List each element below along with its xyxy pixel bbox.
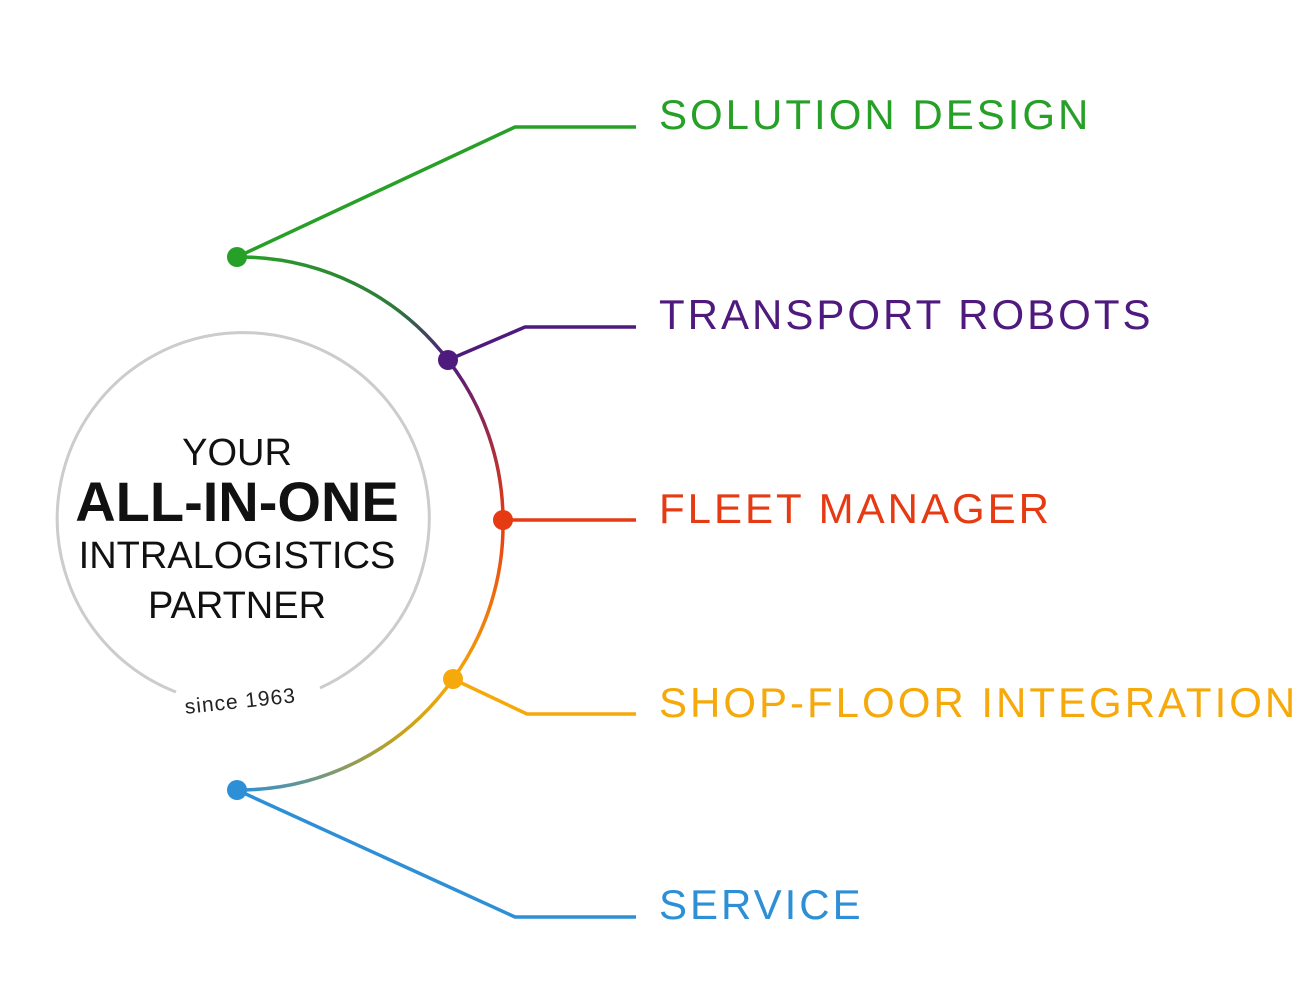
node-dot-transport-robots <box>438 350 458 370</box>
label-service: SERVICE <box>659 881 864 928</box>
connector-solution-design <box>236 125 636 259</box>
center-line-intralogistics: INTRALOGISTICS <box>79 535 396 577</box>
arc-segment-design-robots <box>236 255 450 362</box>
arc-segment-integration-service <box>236 677 455 792</box>
center-line-all-in-one: ALL-IN-ONE <box>75 470 399 533</box>
connector-service <box>236 788 636 919</box>
node-dot-fleet-manager <box>493 510 513 530</box>
center-line-partner: PARTNER <box>148 585 326 627</box>
node-dot-shop-floor-integration <box>443 669 463 689</box>
node-dot-service <box>227 780 247 800</box>
node-dot-solution-design <box>227 247 247 267</box>
label-solution-design: SOLUTION DESIGN <box>659 91 1091 138</box>
connector-shop-floor-integration <box>452 677 636 716</box>
arc-segment-fleet-integration <box>451 519 505 681</box>
center-ring <box>55 331 431 694</box>
label-transport-robots: TRANSPORT ROBOTS <box>659 291 1154 338</box>
connector-transport-robots <box>447 325 636 362</box>
label-fleet-manager: FLEET MANAGER <box>659 485 1052 532</box>
arc-segment-robots-fleet <box>446 358 505 521</box>
label-shop-floor-integration: SHOP-FLOOR INTEGRATION <box>659 679 1298 726</box>
since-year-text: since 1963 <box>184 684 297 719</box>
center-line-your: YOUR <box>182 432 292 474</box>
